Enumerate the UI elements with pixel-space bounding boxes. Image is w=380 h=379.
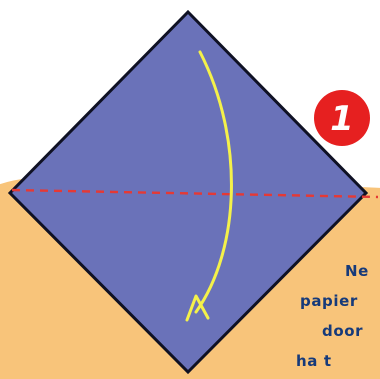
instruction-line-1: Ne xyxy=(345,262,369,280)
fold-line xyxy=(11,188,379,199)
step-number: 1 xyxy=(330,99,354,139)
fold-arrow-head xyxy=(185,294,210,322)
instruction-line-3: door xyxy=(322,322,363,340)
paper-square xyxy=(7,9,369,375)
fold-arrow xyxy=(194,50,233,314)
step-badge xyxy=(314,90,370,146)
instruction-line-2: papier xyxy=(300,292,358,310)
instruction-line-4: ha t xyxy=(296,352,332,370)
